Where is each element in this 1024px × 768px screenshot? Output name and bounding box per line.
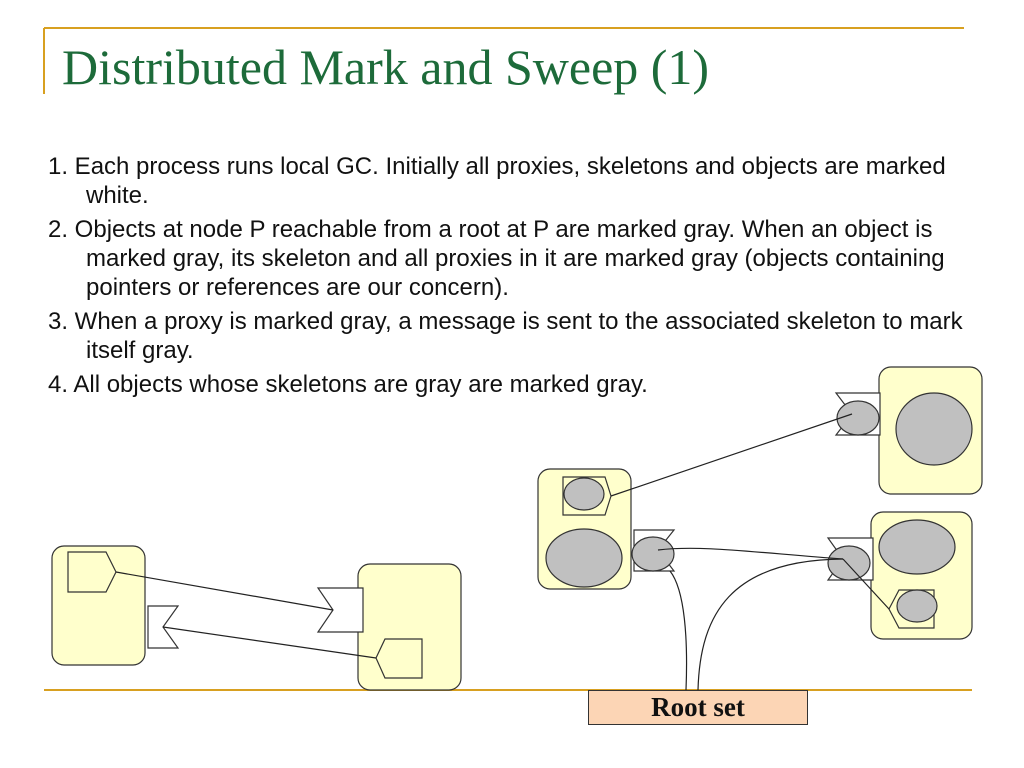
- reference-line: [115, 571, 334, 611]
- gray-object: [563, 477, 605, 511]
- root-set-label: Root set: [588, 690, 808, 725]
- local-object-left-a: [67, 551, 117, 593]
- gray-object: [878, 519, 956, 575]
- bullet-1: 1. Each process runs local GC. Initially…: [48, 153, 946, 209]
- bullet-list: 1. Each process runs local GC. Initially…: [48, 152, 978, 404]
- skeleton-left-b: [316, 587, 364, 633]
- bullet-3: 3. When a proxy is marked gray, a messag…: [48, 308, 963, 364]
- root-reference-curve: [669, 570, 688, 691]
- reference-line: [610, 413, 853, 497]
- root-reference-curve: [697, 558, 844, 691]
- gray-object: [896, 589, 938, 623]
- bullet-2: 2. Objects at node P reachable from a ro…: [48, 216, 945, 301]
- bullet-4: 4. All objects whose skeletons are gray …: [48, 371, 648, 398]
- slide-title: Distributed Mark and Sweep (1): [62, 39, 710, 95]
- gray-object: [631, 536, 675, 572]
- reference-line: [842, 558, 890, 610]
- reference-line: [162, 626, 377, 659]
- gray-object: [895, 392, 973, 466]
- gray-object: [545, 528, 623, 588]
- gray-object: [827, 545, 871, 581]
- reference-line: [657, 547, 844, 560]
- gray-object: [836, 400, 880, 436]
- local-object-left-b: [375, 638, 423, 679]
